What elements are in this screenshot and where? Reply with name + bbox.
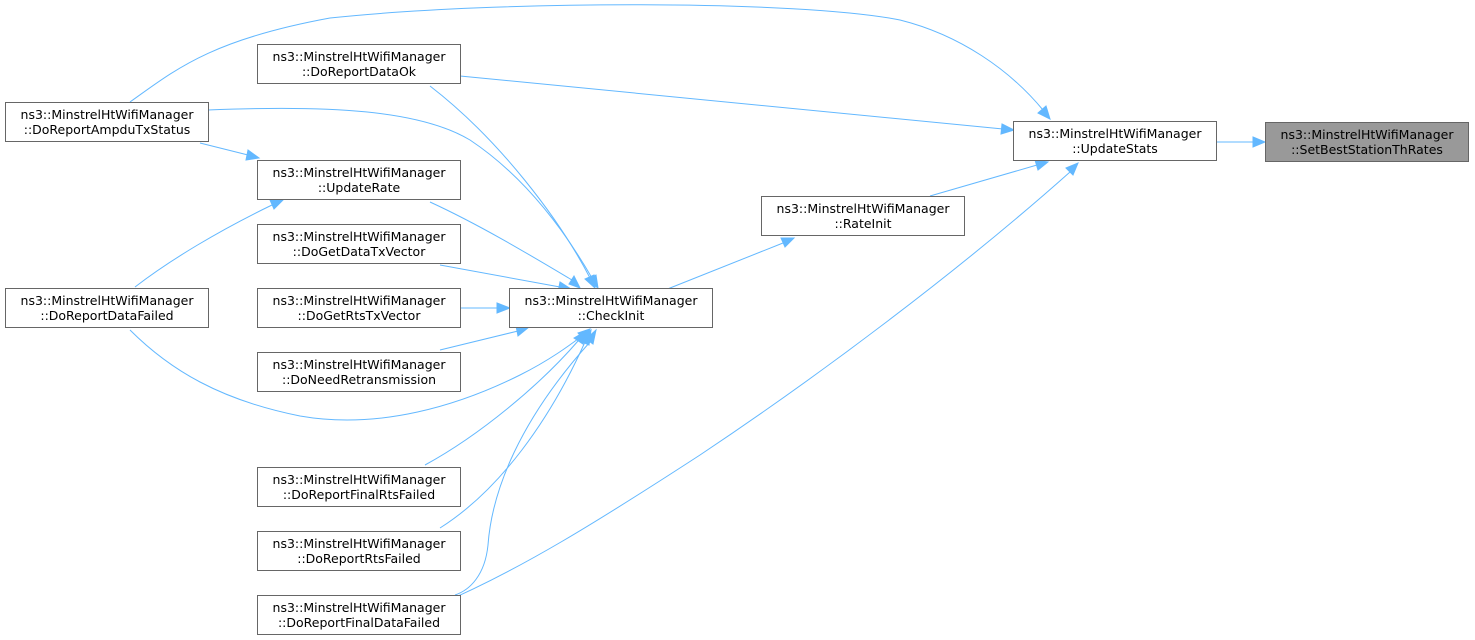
edge-arrowhead: [1037, 105, 1051, 120]
node-do-report-rts-failed[interactable]: ns3::MinstrelHtWifiManager ::DoReportRts…: [257, 531, 461, 571]
node-do-need-retransmission[interactable]: ns3::MinstrelHtWifiManager ::DoNeedRetra…: [257, 352, 461, 392]
node-line1: ns3::MinstrelHtWifiManager: [272, 472, 446, 487]
edge-arrowhead: [1252, 136, 1267, 148]
node-line1: ns3::MinstrelHtWifiManager: [524, 293, 698, 308]
node-line2: ::DoReportAmpduTxStatus: [23, 122, 191, 137]
node-line1: ns3::MinstrelHtWifiManager: [272, 293, 446, 308]
edge-datafailed-to-updaterate: [134, 204, 273, 288]
edge-finaldata-to-checkinit: [454, 341, 591, 596]
edge-arrowhead: [568, 274, 582, 289]
edge-rateinit-to-update: [929, 164, 1038, 197]
edge-arrowhead: [1000, 123, 1016, 135]
edge-rtsfailed-to-checkinit: [439, 341, 586, 529]
edge-dataok-to-checkinit: [429, 85, 591, 279]
edge-finalrts-to-checkinit: [424, 340, 579, 466]
node-line1: ns3::MinstrelHtWifiManager: [272, 600, 446, 615]
node-line2: ::DoGetDataTxVector: [292, 244, 426, 259]
node-line1: ns3::MinstrelHtWifiManager: [20, 293, 194, 308]
edge-updaterate-to-checkinit: [429, 201, 573, 281]
edge-arrowhead: [1065, 162, 1079, 176]
node-line1: ns3::MinstrelHtWifiManager: [20, 107, 194, 122]
edge-ampdu-to-updaterate: [199, 142, 249, 156]
edge-arrowhead: [584, 274, 596, 290]
node-line1: ns3::MinstrelHtWifiManager: [1280, 127, 1454, 142]
edge-arrowhead: [245, 149, 261, 161]
node-do-report-final-data-failed[interactable]: ns3::MinstrelHtWifiManager ::DoReportFin…: [257, 595, 461, 635]
node-set-best-station-th-rates: ns3::MinstrelHtWifiManager ::SetBestStat…: [1265, 122, 1469, 162]
node-do-get-data-tx-vector[interactable]: ns3::MinstrelHtWifiManager ::DoGetDataTx…: [257, 224, 461, 264]
node-line2: ::DoReportFinalDataFailed: [277, 615, 441, 630]
node-line1: ns3::MinstrelHtWifiManager: [272, 49, 446, 64]
edge-checkinit-to-rateinit: [664, 242, 784, 291]
node-do-report-data-failed[interactable]: ns3::MinstrelHtWifiManager ::DoReportDat…: [5, 288, 209, 328]
edge-needretx-to-checkinit: [439, 330, 519, 351]
node-line1: ns3::MinstrelHtWifiManager: [1028, 126, 1202, 141]
node-line2: ::DoReportDataOk: [301, 64, 417, 79]
edge-arrowhead: [780, 237, 796, 248]
edge-ampdu-to-update: [129, 4, 1044, 111]
node-do-get-rts-tx-vector[interactable]: ns3::MinstrelHtWifiManager ::DoGetRtsTxV…: [257, 288, 461, 328]
edge-arrowhead: [585, 328, 597, 345]
edge-getdata-to-checkinit: [439, 264, 561, 288]
node-do-report-data-ok[interactable]: ns3::MinstrelHtWifiManager ::DoReportDat…: [257, 44, 461, 84]
edge-arrowhead: [269, 199, 285, 210]
node-update-stats[interactable]: ns3::MinstrelHtWifiManager ::UpdateStats: [1013, 121, 1217, 161]
node-line2: ::DoGetRtsTxVector: [297, 308, 421, 323]
node-update-rate[interactable]: ns3::MinstrelHtWifiManager ::UpdateRate: [257, 160, 461, 200]
node-line1: ns3::MinstrelHtWifiManager: [272, 229, 446, 244]
edge-arrowhead: [1034, 159, 1050, 171]
node-rate-init[interactable]: ns3::MinstrelHtWifiManager ::RateInit: [761, 196, 965, 236]
node-line2: ::DoReportDataFailed: [40, 308, 174, 323]
edge-finaldata-to-update: [439, 171, 1071, 605]
node-line2: ::CheckInit: [577, 308, 645, 323]
node-do-report-ampdu-tx-status[interactable]: ns3::MinstrelHtWifiManager ::DoReportAmp…: [5, 102, 209, 142]
node-line2: ::DoNeedRetransmission: [281, 372, 437, 387]
node-line2: ::SetBestStationThRates: [1291, 142, 1443, 157]
node-line2: ::UpdateRate: [317, 180, 401, 195]
node-line2: ::UpdateStats: [1072, 141, 1158, 156]
node-line2: ::DoReportRtsFailed: [297, 551, 421, 566]
edge-dataok-to-update: [459, 75, 1004, 130]
node-check-init[interactable]: ns3::MinstrelHtWifiManager ::CheckInit: [509, 288, 713, 328]
edge-datafailed-to-checkinit: [129, 329, 583, 421]
edge-arrowhead: [496, 302, 512, 314]
node-do-report-final-rts-failed[interactable]: ns3::MinstrelHtWifiManager ::DoReportFin…: [257, 467, 461, 507]
node-line1: ns3::MinstrelHtWifiManager: [272, 536, 446, 551]
node-line2: ::RateInit: [834, 216, 892, 231]
node-line1: ns3::MinstrelHtWifiManager: [272, 165, 446, 180]
node-line1: ns3::MinstrelHtWifiManager: [776, 201, 950, 216]
node-line1: ns3::MinstrelHtWifiManager: [272, 357, 446, 372]
node-line2: ::DoReportFinalRtsFailed: [282, 487, 436, 502]
